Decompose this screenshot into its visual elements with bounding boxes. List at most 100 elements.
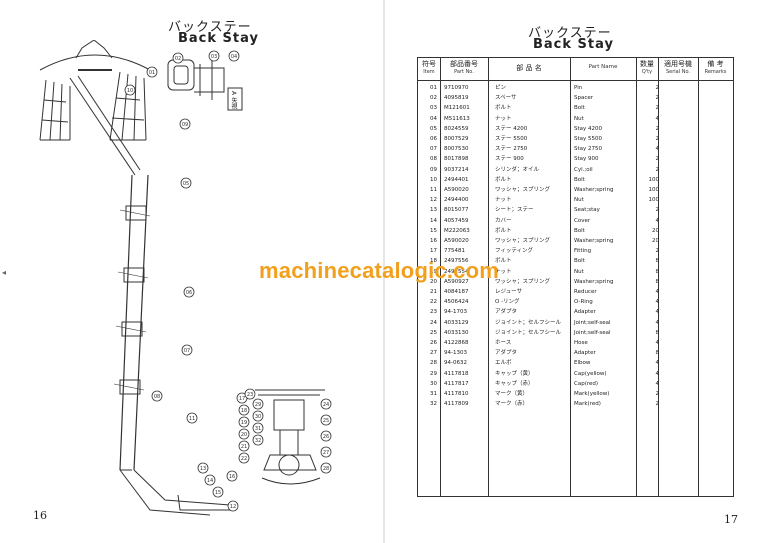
item-number: 10 [430,176,437,183]
part-number: 2497554 [444,268,469,275]
part-name-jp: アダプタ [495,309,518,316]
item-number: 07 [430,146,437,153]
item-number: 05 [430,125,437,132]
part-name-en: Spacer [574,95,594,102]
callout-circle [320,414,332,426]
item-number: 15 [430,227,437,234]
part-name-jp: ステー 2750 [495,146,528,153]
header-serial: 適用号機 Serial No. [664,60,692,75]
quantity: 4 [655,146,660,153]
part-name-jp: ボルト [495,258,512,265]
part-name-en: Stay 4200 [574,125,603,132]
callout-label: 11 [189,416,195,422]
page-title-jp-right: バックステー [528,26,612,41]
table-header: 符号 Item 部品番号 Part No. 部 品 名 Part Name 数量… [418,58,733,81]
part-name-en: Adapter [574,350,596,357]
item-number: 19 [430,268,437,275]
part-name-jp: レジューサ [495,289,523,295]
margin-mark: ◂ [2,268,7,277]
quantity: 4 [655,340,660,346]
callout-circle [238,404,250,416]
header-name-jp: 部 品 名 [516,64,542,72]
part-number: M511613 [444,115,470,122]
quantity: 100 [648,187,660,193]
quantity: 2 [655,166,660,173]
quantity: 4 [655,319,660,326]
item-number: 01 [430,85,437,91]
callout-circle [238,440,250,452]
part-name-jp: ナット [495,197,512,204]
callout-label: 30 [255,414,261,420]
book-gutter [383,0,386,543]
col-divider [570,58,571,496]
callout-label: 32 [255,438,261,444]
item-number: 22 [430,299,437,306]
page-number-left: 16 [33,509,47,522]
part-name-en: Elbow [574,360,591,367]
quantity: 4 [655,289,660,295]
part-name-en: Washer;spring [574,187,614,193]
part-name-jp: キャップ（赤） [495,380,534,387]
quantity: 8 [655,329,660,336]
part-name-en: Joint;self-seal [574,329,611,336]
part-name-en: Nut [574,197,584,204]
part-number: 4117818 [444,370,469,377]
callout-circle [172,52,184,64]
part-number: 94-0632 [444,360,467,367]
quantity: 4 [655,309,660,316]
item-number: 12 [430,197,437,204]
part-number: A590927 [444,278,469,285]
view-label: A 矢視 [230,91,237,110]
callout-circle [212,486,224,498]
quantity: 20 [652,238,659,244]
item-number: 32 [430,401,437,408]
col-divider [488,58,489,496]
callout-label: 08 [154,394,160,400]
callout-label: 18 [241,408,247,414]
quantity: 20 [652,227,659,234]
item-number: 26 [430,340,437,346]
callout-circle [320,446,332,458]
part-name-jp: ワッシャ；スプリング [495,187,551,193]
part-number: 94-1303 [444,350,467,357]
callout-circle [238,428,250,440]
callout-circle [238,416,250,428]
part-name-jp: マーク（赤） [495,401,529,408]
part-number: 9710970 [444,85,469,91]
item-number: 18 [430,258,437,265]
callout-circle [252,434,264,446]
item-number: 02 [430,95,437,102]
item-number: 29 [430,370,437,377]
callout-circle [146,66,158,78]
part-name-en: Nut [574,115,584,122]
callout-label: 23 [247,392,253,398]
part-name-en: Stay 900 [574,156,599,163]
callout-label: 04 [231,54,237,60]
quantity: 2 [655,207,660,214]
callout-circle [252,410,264,422]
part-number: 4084187 [444,289,469,295]
quantity: 8 [655,350,660,357]
item-number: 09 [430,166,437,173]
part-name-en: Joint;self-seal [574,319,611,326]
col-divider [636,58,637,496]
callout-label: 27 [323,450,329,456]
part-number: 2494401 [444,176,469,183]
part-number: M121601 [444,105,470,112]
part-name-en: Bolt [574,227,585,234]
header-part-no: 部品番号 Part No. [450,60,478,75]
col-divider [658,58,659,496]
part-number: A590020 [444,187,469,193]
